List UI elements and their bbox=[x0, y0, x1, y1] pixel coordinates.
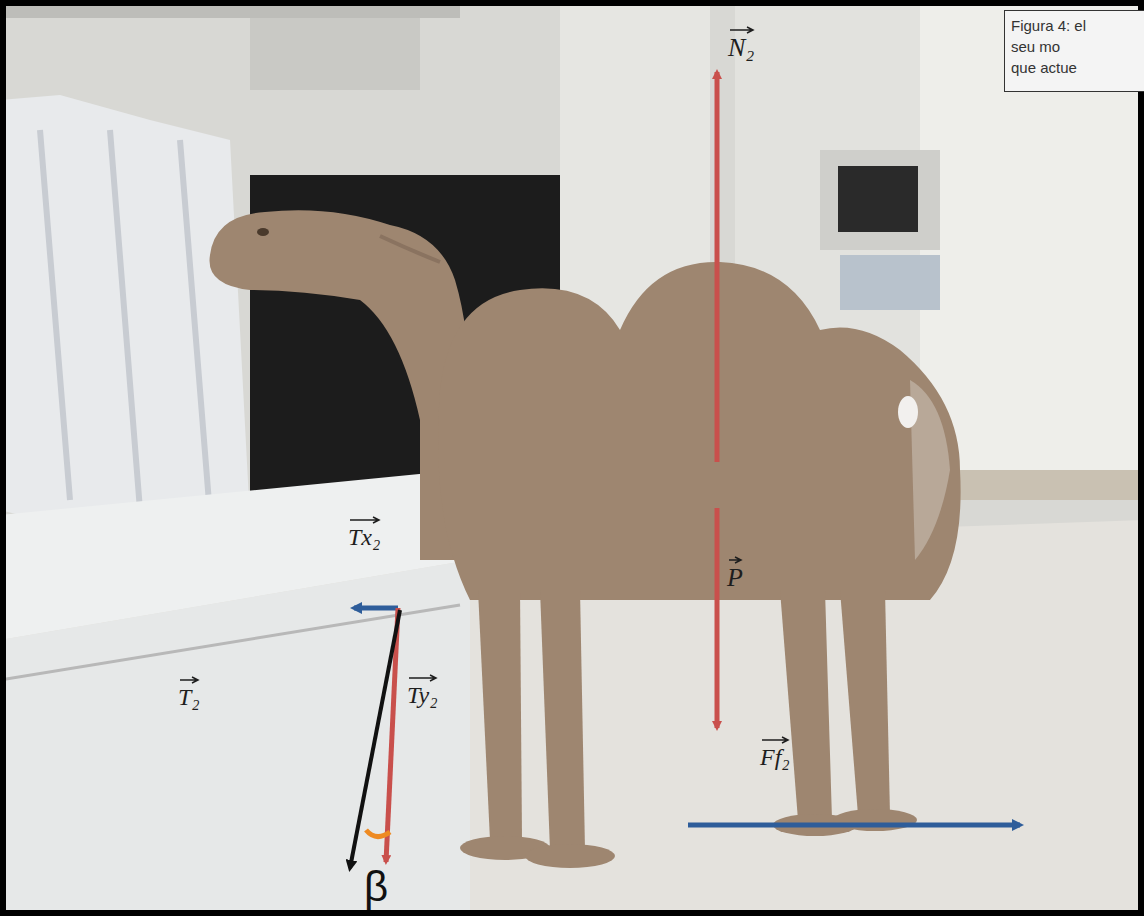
vector-overline bbox=[348, 516, 381, 524]
vector-overline bbox=[727, 556, 743, 564]
microwave bbox=[820, 150, 940, 250]
force-label: P bbox=[727, 556, 743, 591]
caption-box: Figura 4: el seu mo que actue bbox=[1004, 10, 1144, 92]
vector-overline bbox=[760, 736, 790, 744]
vector-overline bbox=[728, 26, 755, 34]
force-label: Ff₂ bbox=[760, 736, 790, 769]
force-label: Tx₂ bbox=[348, 516, 380, 549]
camel-toy bbox=[210, 210, 961, 868]
wall-panel bbox=[920, 0, 1144, 470]
counter bbox=[940, 470, 1144, 500]
angle-label: β bbox=[364, 866, 388, 908]
force-label: T₂ bbox=[178, 676, 200, 709]
vector-overline bbox=[178, 676, 200, 684]
angle-arc bbox=[366, 830, 390, 837]
normal-force-arrow bbox=[715, 72, 720, 462]
frame bbox=[3, 3, 1141, 913]
vector-overline bbox=[407, 674, 438, 682]
force-label: N₂ bbox=[728, 26, 754, 61]
force-label: Ty₂ bbox=[407, 674, 438, 707]
cloth bbox=[0, 95, 250, 520]
tension-x-arrow bbox=[354, 606, 398, 611]
tension-arrow bbox=[350, 610, 400, 868]
friction-arrow bbox=[688, 823, 1020, 828]
weight-arrow bbox=[715, 508, 720, 728]
figure-caption: Figura 4: el seu mo que actue bbox=[1011, 15, 1089, 78]
cabinet bbox=[0, 560, 470, 916]
